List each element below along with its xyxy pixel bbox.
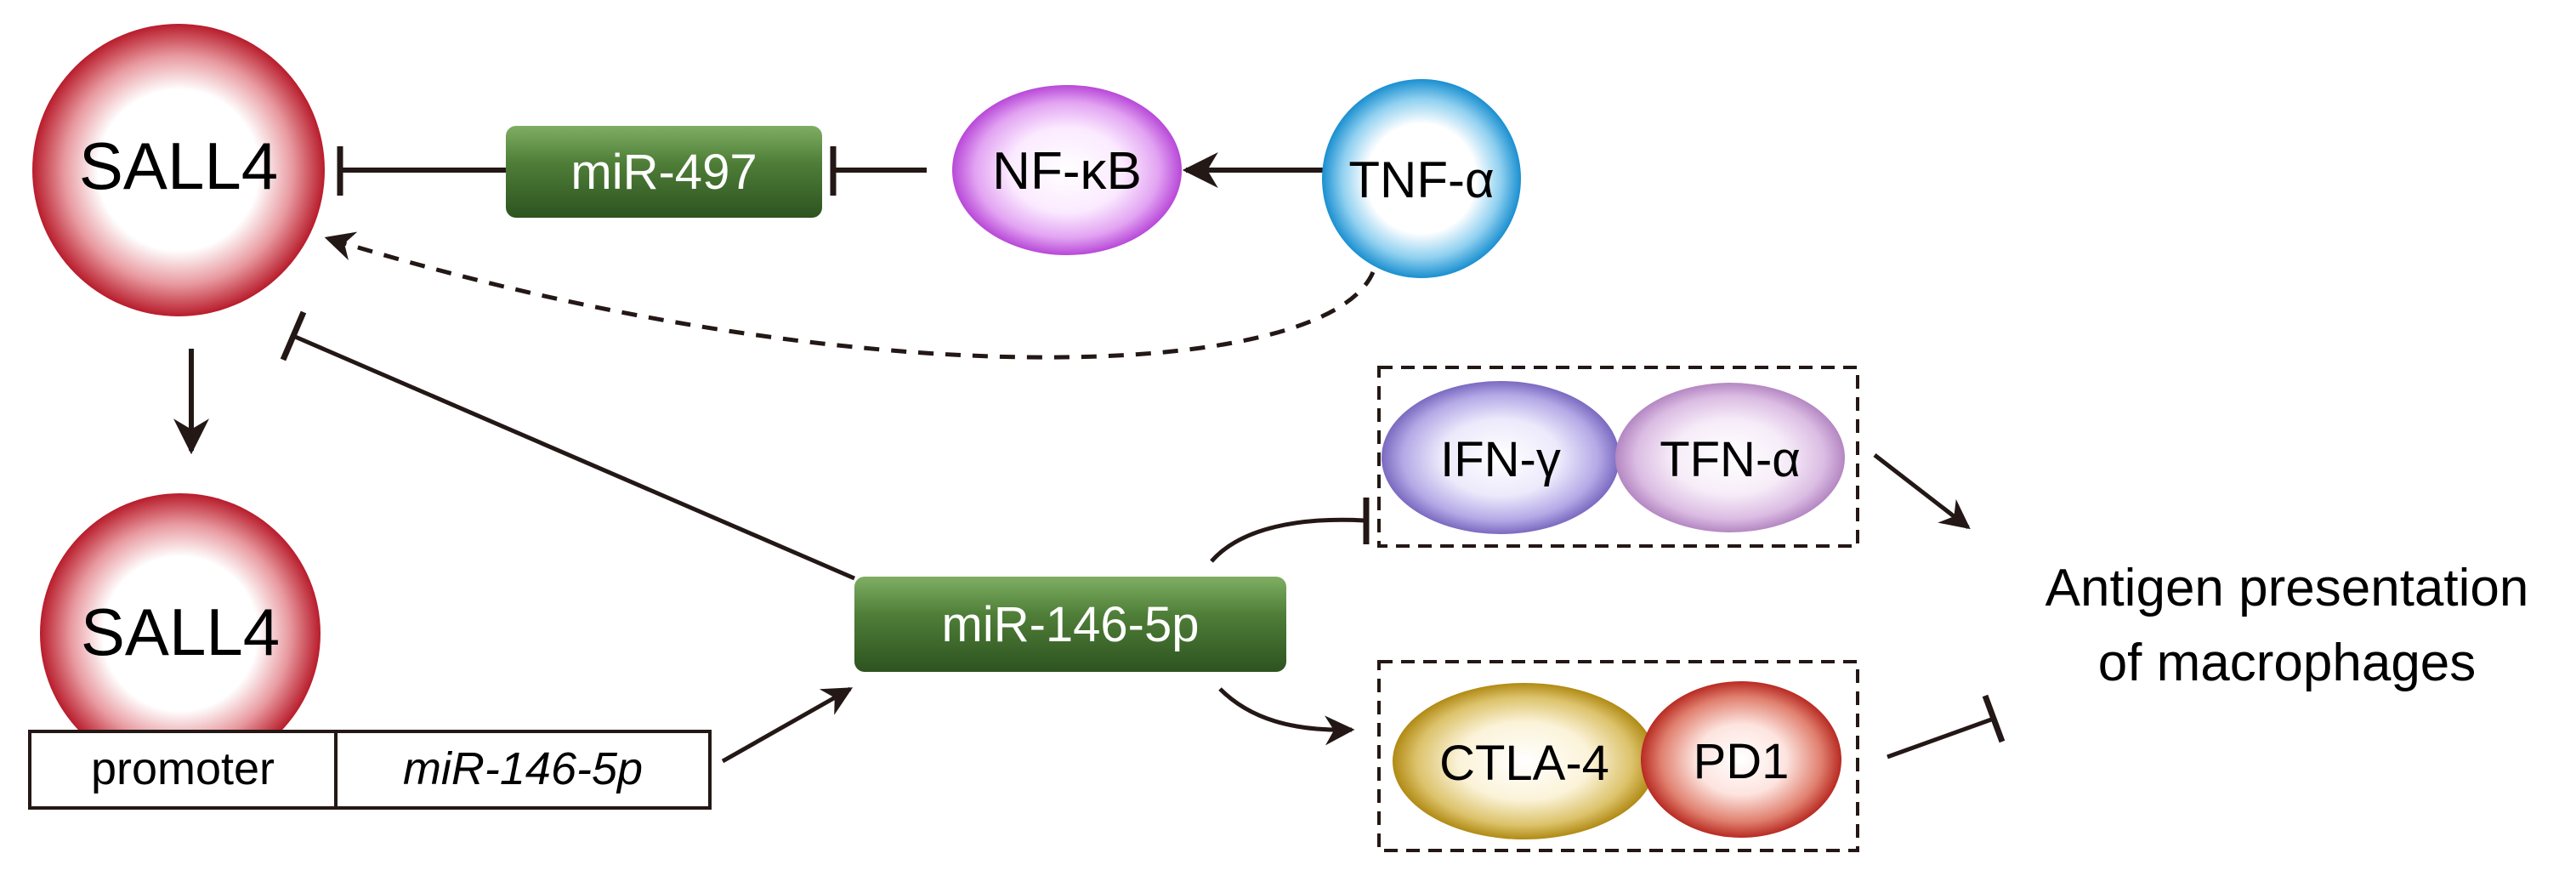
- inhibit-bar-sall4-diag: [280, 310, 307, 361]
- edge-tnfa-sall4-dashed: [324, 231, 1376, 360]
- sall4-bottom-node: [40, 493, 321, 774]
- tnfa-node: [1322, 79, 1521, 278]
- tfna-node: [1615, 383, 1845, 532]
- mir497-label: miR-497: [570, 145, 757, 200]
- checkpoint-group-box: [1377, 660, 1859, 852]
- ifng-node: [1382, 381, 1620, 534]
- promoter-label: promoter: [91, 743, 275, 794]
- tfna-label: TFN-α: [1660, 432, 1801, 487]
- outcome-line1: Antigen presentation: [2045, 559, 2529, 617]
- inhibit-bar-outcome: [1982, 694, 2006, 743]
- sall4-top-label: SALL4: [79, 128, 278, 203]
- edge-mir146-checkpoints: [1218, 687, 1355, 746]
- mir146-box: [854, 577, 1286, 672]
- mir146-label: miR-146-5p: [942, 597, 1200, 652]
- mir497-box: [506, 126, 822, 218]
- nfkb-node: [952, 85, 1182, 255]
- edge-gene-mir146: [721, 686, 854, 764]
- sall4-bottom-label: SALL4: [81, 594, 280, 669]
- edge-mir146-sall4: [292, 333, 855, 581]
- pd1-label: PD1: [1694, 734, 1790, 789]
- edge-checkpoints-outcome: [1887, 716, 1994, 759]
- edge-cytokines-outcome: [1873, 453, 1971, 530]
- tnfa-label: TNF-α: [1348, 151, 1494, 208]
- mir146-gene-label: miR-146-5p: [403, 743, 643, 794]
- mir146-gene-box: [334, 730, 712, 810]
- ctla4-node: [1393, 683, 1656, 839]
- edge-mir146-cytokines: [1210, 517, 1365, 563]
- nfkb-label: NF-κB: [992, 142, 1142, 201]
- sall4-top-node: [32, 24, 325, 316]
- ctla4-label: CTLA-4: [1439, 736, 1609, 791]
- outcome-line2: of macrophages: [2098, 634, 2477, 692]
- cytokine-group-box: [1377, 366, 1859, 548]
- pd1-node: [1641, 681, 1841, 838]
- ifng-label: IFN-γ: [1440, 432, 1561, 487]
- promoter-box: [28, 730, 338, 810]
